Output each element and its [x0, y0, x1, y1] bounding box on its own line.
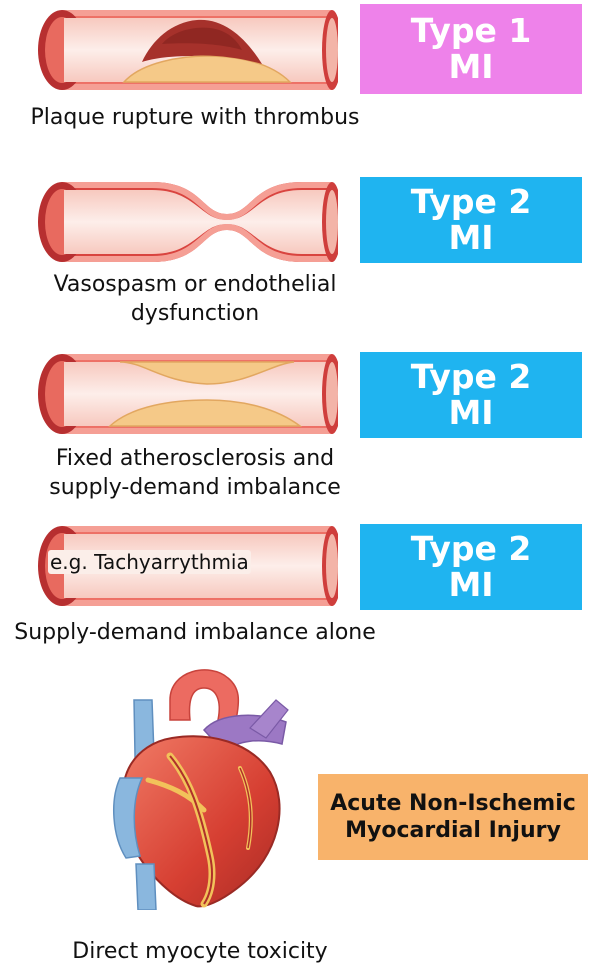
caption-vasospasm: Vasospasm or endothelial dysfunction	[53, 272, 337, 326]
caption-fixed-atherosclerosis: Fixed atherosclerosis and supply-demand …	[49, 446, 341, 500]
vessel-vasospasm	[38, 182, 338, 262]
tachyarrythmia-label: e.g. Tachyarrythmia	[48, 550, 251, 574]
vessel-fixed-atherosclerosis	[38, 354, 338, 434]
heart-illustration	[113, 669, 289, 910]
caption-direct-myocyte-toxicity: Direct myocyte toxicity	[72, 939, 328, 964]
vessel-supply-demand-alone	[38, 526, 338, 606]
type-1-mi-badge: Type 1 MI	[360, 4, 582, 94]
acute-non-ischemic-injury-box: Acute Non-Ischemic Myocardial Injury	[318, 774, 588, 860]
vessel-plaque-rupture-thrombus	[38, 10, 338, 90]
type-2-mi-badge-vasospasm: Type 2 MI	[360, 177, 582, 263]
type-2-mi-badge-supply-demand: Type 2 MI	[360, 524, 582, 610]
caption-plaque-rupture: Plaque rupture with thrombus	[30, 105, 360, 130]
type-2-mi-badge-atherosclerosis: Type 2 MI	[360, 352, 582, 438]
caption-supply-demand-alone: Supply-demand imbalance alone	[14, 620, 376, 645]
